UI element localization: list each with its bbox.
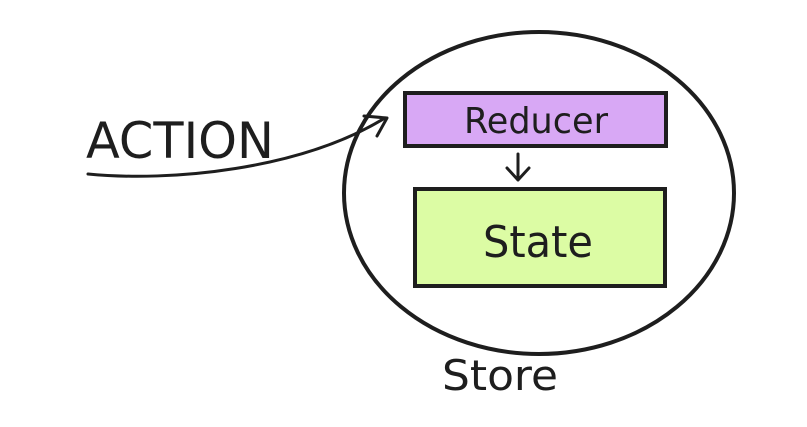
store-label: Store <box>442 351 558 400</box>
store-boundary <box>342 30 736 356</box>
state-label: State <box>483 217 593 268</box>
reducer-label: Reducer <box>464 101 608 142</box>
action-label: ACTION <box>86 112 274 170</box>
action-arrow-icon <box>86 116 387 178</box>
state-box <box>413 187 667 288</box>
reducer-box <box>403 91 668 148</box>
action-arrowhead-icon <box>362 114 389 138</box>
reducer-to-state-arrow-icon <box>505 152 531 182</box>
